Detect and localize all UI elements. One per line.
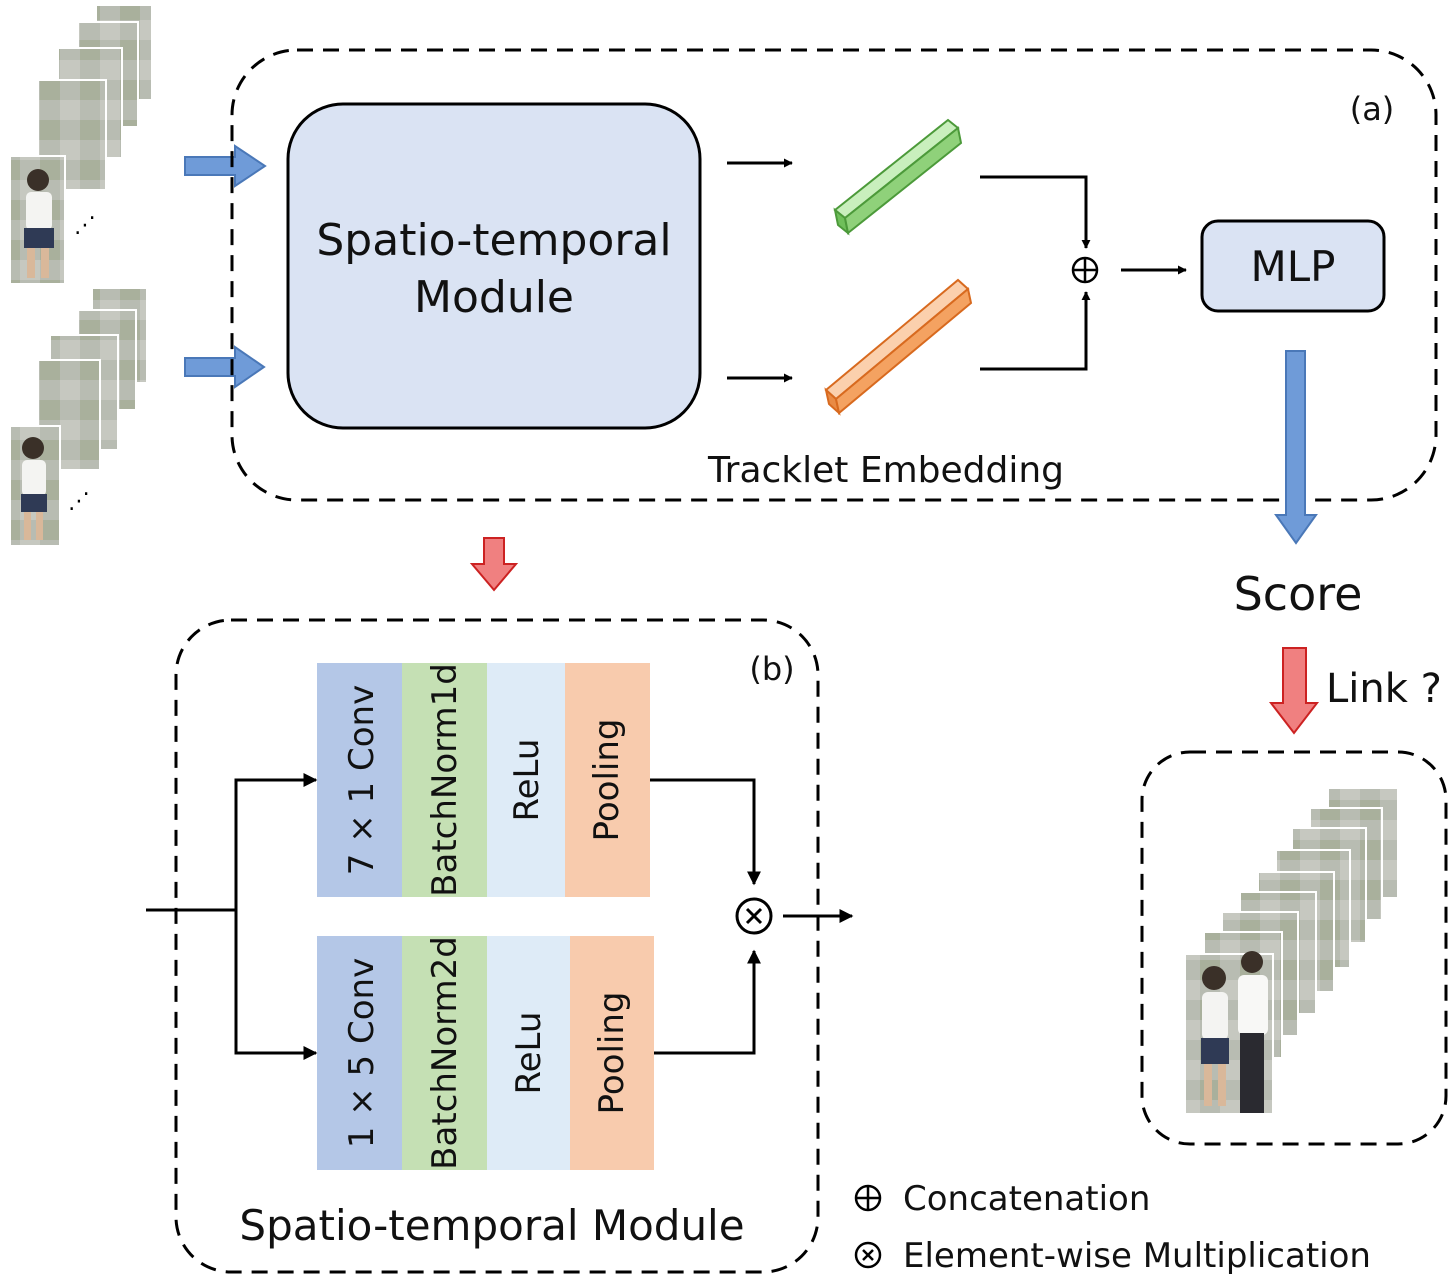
frame-stack xyxy=(9,287,148,547)
split-to-bottom-branch xyxy=(234,910,318,1060)
person-figure xyxy=(24,169,54,278)
conv-label-top: 7 × 1 Conv xyxy=(342,685,382,875)
multiplication-operator xyxy=(735,897,773,935)
pooling-block-bottom xyxy=(570,936,654,1170)
batchnorm-block-bottom xyxy=(402,936,487,1170)
link-arrow xyxy=(1268,647,1320,735)
module-label-line2: Module xyxy=(414,272,574,323)
score-label: Score xyxy=(1234,567,1363,621)
concat-legend-label: Concatenation xyxy=(903,1179,1150,1219)
legend: Concatenation Element-wise Multiplicatio… xyxy=(854,1179,1371,1276)
conv-label-bottom: 1 × 5 Conv xyxy=(342,958,382,1148)
branch-bottom: 1 × 5 Conv BatchNorm2d ReLu Pooling xyxy=(317,936,654,1170)
pooling-label-top: Pooling xyxy=(587,719,627,842)
relu-label-bottom: ReLu xyxy=(509,1012,549,1095)
input-arrow-bottom xyxy=(184,345,266,389)
ellipsis-dots: ⋰ xyxy=(74,212,96,237)
bottom-branch-to-multiply xyxy=(654,949,761,1055)
input-tracklet-2: ⋰ xyxy=(9,287,148,547)
branch-top: 7 × 1 Conv BatchNorm1d ReLu Pooling xyxy=(317,663,650,897)
top-branch-to-multiply xyxy=(650,778,761,886)
mlp-box xyxy=(1200,219,1386,313)
concatenation-operator xyxy=(1071,256,1099,284)
panel-b-frame xyxy=(174,618,820,1274)
batchnorm-label-bottom: BatchNorm2d xyxy=(425,936,465,1170)
relu-label-top: ReLu xyxy=(507,739,547,822)
panel-b-title: Spatio-temporal Module xyxy=(239,1201,744,1250)
panel-a-tag: (a) xyxy=(1350,90,1395,128)
conv-block-bottom xyxy=(317,936,402,1170)
mlp-label: MLP xyxy=(1251,242,1336,291)
linked-tracklet-frame xyxy=(1140,750,1448,1146)
conv-block-top xyxy=(317,663,402,897)
pooling-block-top xyxy=(565,663,650,897)
ellipsis-dots: ⋰ xyxy=(68,488,90,513)
multiply-legend-icon xyxy=(854,1241,882,1269)
relu-block-bottom xyxy=(487,936,570,1170)
relu-block-top xyxy=(487,663,565,897)
pooling-label-bottom: Pooling xyxy=(592,992,632,1115)
input-arrow-top xyxy=(184,144,267,188)
embedding-bar-green xyxy=(833,118,963,236)
detail-arrow xyxy=(469,537,519,592)
multiply-legend-label: Element-wise Multiplication xyxy=(903,1236,1371,1276)
concat-legend-icon xyxy=(854,1184,882,1212)
batchnorm-block-top xyxy=(402,663,487,897)
link-label: Link ? xyxy=(1326,666,1442,712)
orange-to-concat-connector xyxy=(980,291,1091,371)
embedding-bar-orange xyxy=(824,278,973,416)
batchnorm-label-top: BatchNorm1d xyxy=(425,663,465,897)
panel-b-tag: (b) xyxy=(749,650,794,688)
spatio-temporal-module-box xyxy=(286,102,702,430)
mlp-to-score-arrow xyxy=(1274,350,1318,545)
module-label-line1: Spatio-temporal xyxy=(316,215,671,266)
tracklet-embedding-label: Tracklet Embedding xyxy=(707,450,1064,491)
person-figure xyxy=(1201,951,1268,1113)
green-to-concat-connector xyxy=(980,175,1091,249)
split-to-top-branch xyxy=(234,773,318,910)
frame-stack xyxy=(9,4,153,285)
person-figure xyxy=(21,437,47,540)
panel-a-frame xyxy=(230,48,1438,502)
linked-tracklet-frames xyxy=(1184,787,1399,1115)
input-tracklet-1: ⋰ xyxy=(9,4,153,285)
